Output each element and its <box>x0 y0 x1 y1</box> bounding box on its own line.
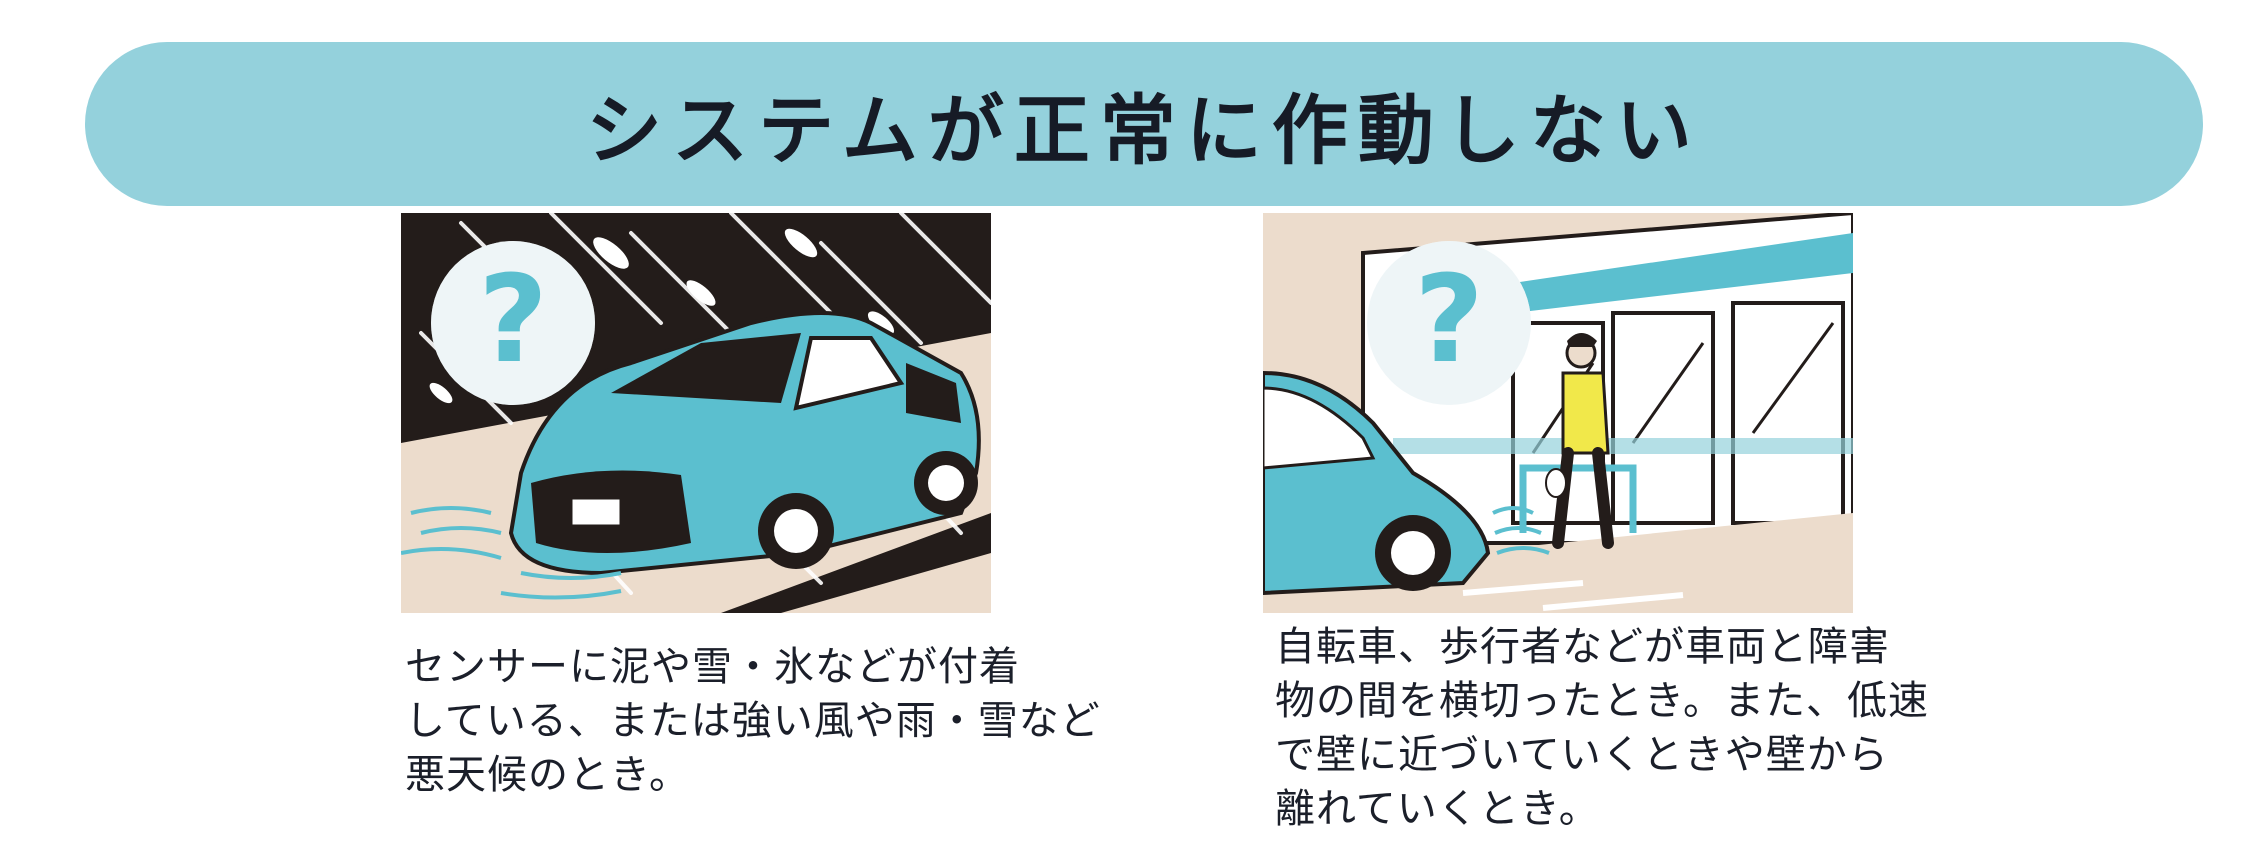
caption-line: で壁に近づいていくときや壁から <box>1275 732 1889 778</box>
question-mark-icon: ? <box>1414 251 1484 390</box>
weather-illustration: ? <box>401 213 991 613</box>
caption-line: 悪天候のとき。 <box>405 752 690 798</box>
caption-weather: センサーに泥や雪・氷などが付着 している、または強い風や雨・雪など 悪天候のとき… <box>405 640 1101 802</box>
caption-line: している、または強い風や雨・雪など <box>405 698 1101 744</box>
question-mark-icon: ? <box>478 251 548 390</box>
title-banner: システムが正常に作動しない <box>85 42 2203 206</box>
caption-line: 離れていくとき。 <box>1275 786 1600 832</box>
weather-illustration-svg: ? <box>401 213 991 613</box>
caption-pedestrian: 自転車、歩行者などが車両と障害 物の間を横切ったとき。また、低速 で壁に近づいて… <box>1275 620 1929 836</box>
caption-line: 自転車、歩行者などが車両と障害 <box>1275 624 1890 670</box>
pedestrian-illustration-svg: ? <box>1263 213 1853 613</box>
caption-line: 物の間を横切ったとき。また、低速 <box>1275 678 1929 724</box>
caption-line: センサーに泥や雪・氷などが付着 <box>405 644 1020 690</box>
banner-title: システムが正常に作動しない <box>586 86 1702 175</box>
pedestrian-illustration: ? <box>1263 213 1853 613</box>
